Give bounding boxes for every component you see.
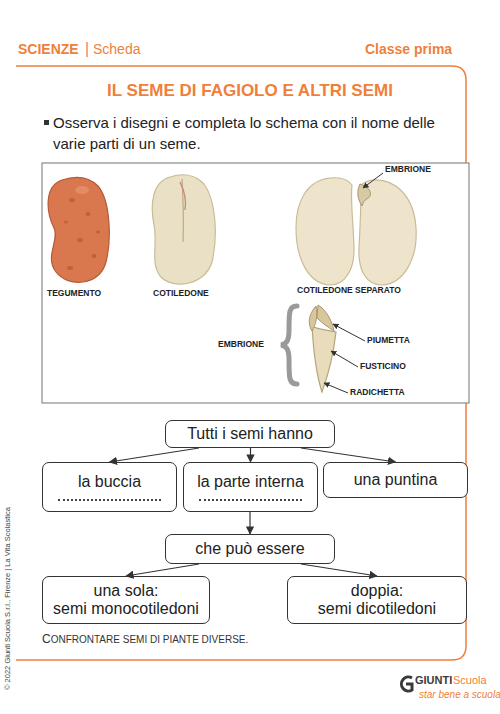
cotyledon-drawing xyxy=(152,175,215,284)
box-text: semi monocotiledoni xyxy=(53,600,199,618)
publisher-logo-icon xyxy=(401,677,412,691)
box-text: Tutti i semi hanno xyxy=(187,425,313,443)
arrow-connector xyxy=(110,448,200,462)
sheet-title: IL SEME DI FAGIOLO E ALTRI SEMI xyxy=(0,81,500,101)
fill-in-line xyxy=(199,491,303,501)
header-separator xyxy=(86,42,87,57)
curly-bracket xyxy=(281,306,297,384)
part-label: RADICHETTA xyxy=(350,388,405,398)
part-label: TEGUMENTO xyxy=(47,289,101,299)
separated-cotyledon-drawing xyxy=(296,178,416,285)
instruction-text: Osserva i disegni e completa lo schema c… xyxy=(53,112,463,154)
arrow-connector xyxy=(249,512,250,534)
branch-box: che può essere xyxy=(165,534,335,564)
class-label: Classe prima xyxy=(365,41,452,57)
answer-box: una puntina xyxy=(323,462,468,498)
arrow-connector xyxy=(250,448,251,462)
publisher-slogan: star bene a scuola xyxy=(419,689,500,701)
part-label: EMBRIONE xyxy=(218,340,264,350)
sheet-label: Scheda xyxy=(93,41,140,57)
part-label: COTILEDONE xyxy=(153,289,209,299)
answer-box: la buccia xyxy=(42,462,177,512)
copyright-note: © 2022 Giunti Scuola S.r.l., Firenze | L… xyxy=(4,507,13,690)
fill-in-line xyxy=(58,491,162,501)
part-label: FUSTICINO xyxy=(360,362,406,372)
root-box: Tutti i semi hanno xyxy=(165,420,335,448)
section-label: SCIENZE xyxy=(18,41,79,57)
part-label: PIUMETTA xyxy=(367,336,410,346)
arrow-connector xyxy=(301,564,377,576)
leader-line xyxy=(333,324,365,341)
box-text: semi dicotiledoni xyxy=(318,600,436,618)
answer-box: la parte interna xyxy=(183,462,318,512)
seed-coat-drawing xyxy=(48,178,109,283)
bullet-square xyxy=(44,120,49,125)
caption-note: CONFRONTARE SEMI DI PIANTE DIVERSE. xyxy=(42,633,248,647)
type-box: una sola:semi monocotiledoni xyxy=(42,576,210,624)
box-text: una puntina xyxy=(354,471,438,489)
part-label: EMBRIONE xyxy=(385,165,431,175)
box-text: doppia: xyxy=(351,582,404,600)
embryo-drawing xyxy=(309,305,336,392)
arrow-connector xyxy=(301,448,396,462)
publisher-logo-text: GIUNTI xyxy=(415,674,452,687)
publisher-logo-text: Scuola xyxy=(453,674,487,687)
part-label: COTILEDONE SEPARATO xyxy=(297,286,401,296)
leader-line xyxy=(324,383,348,393)
leader-line xyxy=(363,173,383,188)
illustration-frame xyxy=(42,163,469,403)
type-box: doppia:semi dicotiledoni xyxy=(287,576,467,624)
box-text: la parte interna xyxy=(197,473,304,491)
box-text: che può essere xyxy=(195,540,304,558)
box-text: la buccia xyxy=(78,473,141,491)
arrow-connector xyxy=(126,564,199,576)
box-text: una sola: xyxy=(94,582,159,600)
leader-line xyxy=(331,351,358,367)
